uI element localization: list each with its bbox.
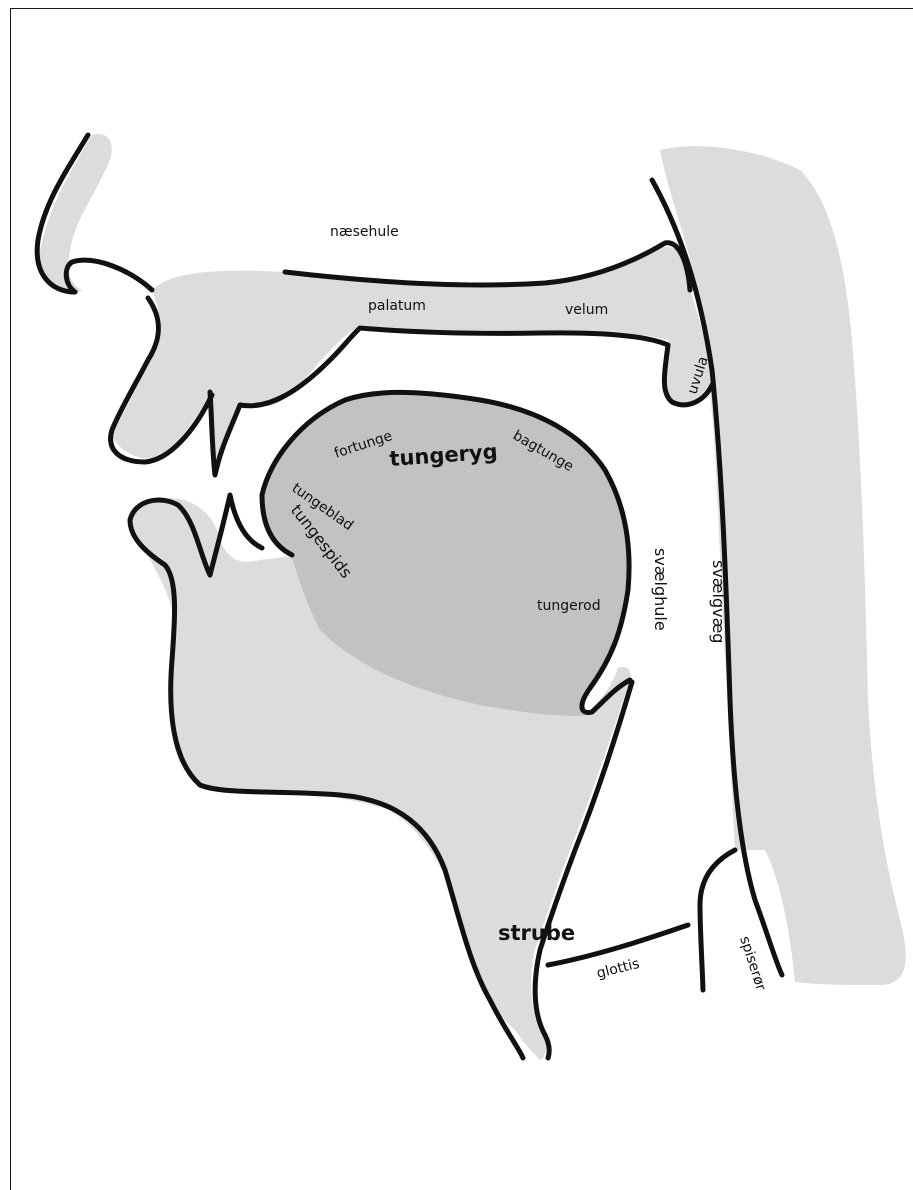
label-palatum: palatum	[368, 298, 426, 314]
pharynx-wall-fill	[660, 146, 906, 985]
label-velum: velum	[565, 302, 608, 318]
label-tungerod: tungerod	[537, 598, 601, 614]
label-strube: strube	[498, 921, 575, 945]
label-spiseror: spiserør	[736, 934, 769, 992]
label-svaelgvaeg: svælgvæg	[709, 560, 728, 643]
esophagus-outline	[700, 850, 735, 990]
label-glottis: glottis	[595, 956, 641, 982]
label-svaelghule: svælghule	[651, 548, 670, 631]
label-naesehule: næsehule	[330, 224, 399, 240]
